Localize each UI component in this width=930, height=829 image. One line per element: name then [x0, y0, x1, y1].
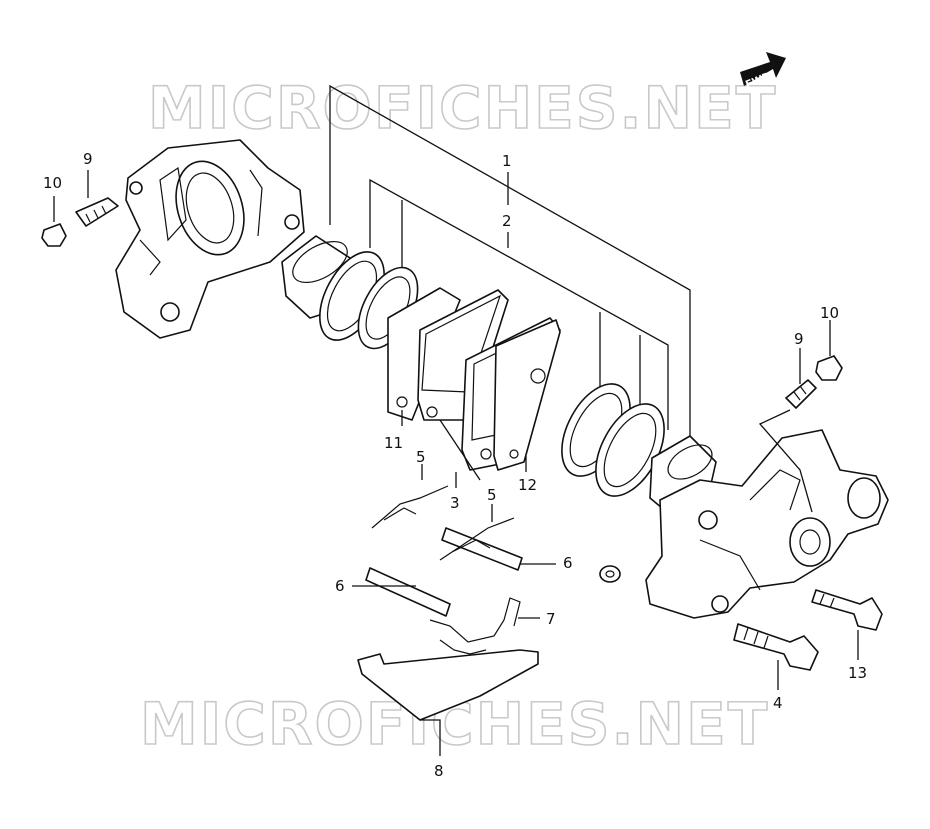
caliper-half-left — [115, 139, 305, 339]
caliper-bolt-lower — [733, 623, 819, 671]
callout-5-upper: 5 — [416, 448, 426, 466]
callout-12: 12 — [518, 476, 537, 494]
callout-6-left: 6 — [335, 577, 345, 595]
bleeder-valve-right — [785, 379, 817, 409]
pad-pin-upper — [441, 527, 523, 571]
callout-9-right: 9 — [794, 330, 804, 348]
leader-lines — [53, 170, 859, 756]
callout-13: 13 — [848, 664, 867, 682]
callout-1: 1 — [502, 152, 512, 170]
pad-shim-right — [493, 319, 561, 471]
pad-spring-upper — [371, 485, 449, 529]
callout-2: 2 — [502, 212, 512, 230]
pad-spring-lower — [439, 517, 515, 561]
callout-3: 3 — [450, 494, 460, 512]
callout-10-right: 10 — [820, 304, 839, 322]
callout-7: 7 — [546, 610, 556, 628]
caliper-half-right — [645, 429, 889, 619]
pad-cover-plate — [357, 649, 539, 721]
callout-10-left: 10 — [43, 174, 62, 192]
callout-11: 11 — [384, 434, 403, 452]
bleeder-valve-left — [75, 197, 119, 227]
caliper-bolt-upper — [811, 589, 883, 631]
watermark-top: MICROFICHES.NET — [148, 74, 777, 142]
bleeder-cap-left — [41, 223, 67, 247]
callout-5-lower: 5 — [487, 486, 497, 504]
callout-6-right: 6 — [563, 554, 573, 572]
callout-8: 8 — [434, 762, 444, 780]
bleeder-cap-right — [815, 355, 843, 381]
washer-right — [599, 565, 621, 583]
pad-pin-lower — [365, 567, 451, 617]
pad-retainer-spring — [429, 597, 521, 655]
callout-labels: 1 2 3 4 5 5 6 6 7 8 9 9 10 10 11 12 13 — [43, 150, 867, 780]
callout-4: 4 — [773, 694, 783, 712]
callout-9-left: 9 — [83, 150, 93, 168]
